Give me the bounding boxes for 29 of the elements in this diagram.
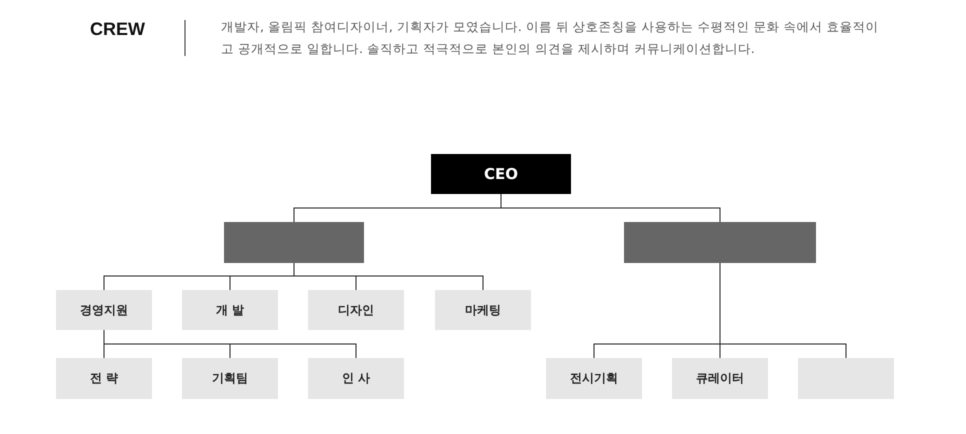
department-box bbox=[672, 358, 768, 399]
company-box bbox=[624, 222, 816, 263]
company-box bbox=[224, 222, 364, 263]
box-label: 기획팀 bbox=[212, 370, 248, 387]
department-box bbox=[308, 358, 404, 399]
department-box bbox=[798, 358, 894, 399]
department-box bbox=[546, 358, 642, 399]
description-text: 개발자, 올림픽 참여디자이너, 기획자가 모였습니다. 이름 뒤 상호존칭을 사용하는 수평적인 문화 속에서 효율적이고 공개적으로 일합니다. 솔직하고 적극적으로 본인의 의견을 제시하며 커뮤니케이션합니다. bbox=[221, 18, 880, 58]
connector-line bbox=[500, 194, 720, 222]
box-label: 디자인 bbox=[338, 302, 374, 318]
department-box bbox=[56, 358, 152, 399]
box-label: 인 사 bbox=[342, 370, 370, 387]
department-box bbox=[435, 290, 531, 330]
department-box bbox=[308, 290, 404, 330]
ceo-box bbox=[431, 154, 571, 194]
box-label: 마케팅 bbox=[465, 302, 501, 318]
box-label: 개 발 bbox=[216, 302, 244, 318]
section-heading: CREW bbox=[90, 19, 145, 40]
department-box bbox=[182, 358, 278, 399]
connector-line bbox=[104, 330, 356, 358]
box-label: CEO bbox=[484, 165, 518, 183]
department-box bbox=[56, 290, 152, 330]
box-label: 전 략 bbox=[90, 370, 118, 387]
box-label: 경영지원 bbox=[80, 302, 128, 318]
department-box bbox=[182, 290, 278, 330]
connector-line bbox=[720, 262, 846, 358]
connector-line bbox=[294, 262, 484, 290]
box-label: 전시기획 bbox=[570, 370, 618, 387]
box-label: 큐레이터 bbox=[696, 370, 744, 387]
